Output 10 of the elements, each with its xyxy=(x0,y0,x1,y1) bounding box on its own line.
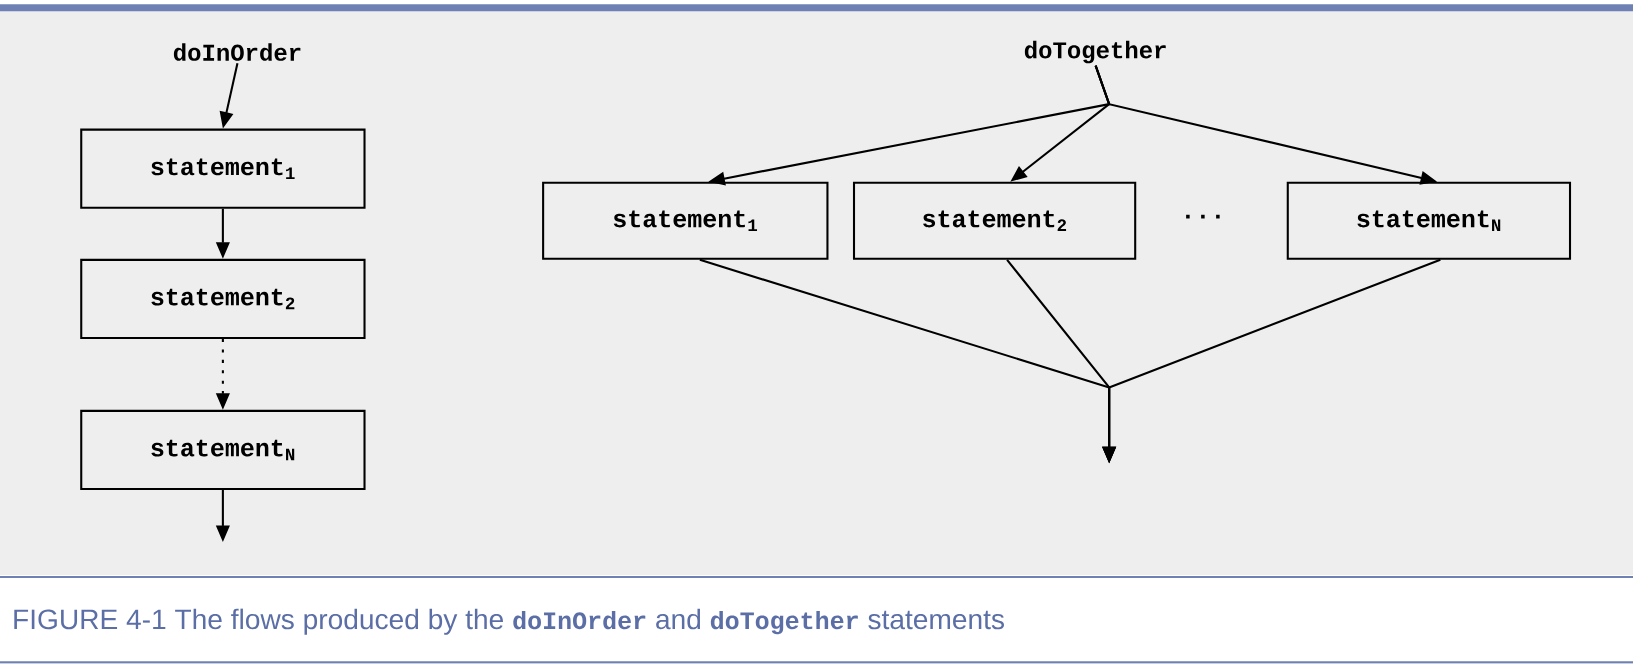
statement-box: statement$_{1}$ xyxy=(542,181,829,260)
statement-box: statement$_{N}$ xyxy=(1286,181,1572,260)
statement-box: statement$_{2}$ xyxy=(852,181,1137,260)
statement-box: statement$_{N}$ xyxy=(80,409,366,490)
caption: FIGURE 4-1 The flows produced by the doInOrder and doTogether statements xyxy=(14,608,1004,635)
statement-box: statement$_{1}$ xyxy=(80,128,366,209)
keyword-label: doTogether xyxy=(1024,40,1166,64)
statement-box: statement$_{2}$ xyxy=(80,258,366,339)
keyword-label: doInOrder xyxy=(173,43,301,61)
ellipsis-label: ... xyxy=(1186,214,1220,219)
